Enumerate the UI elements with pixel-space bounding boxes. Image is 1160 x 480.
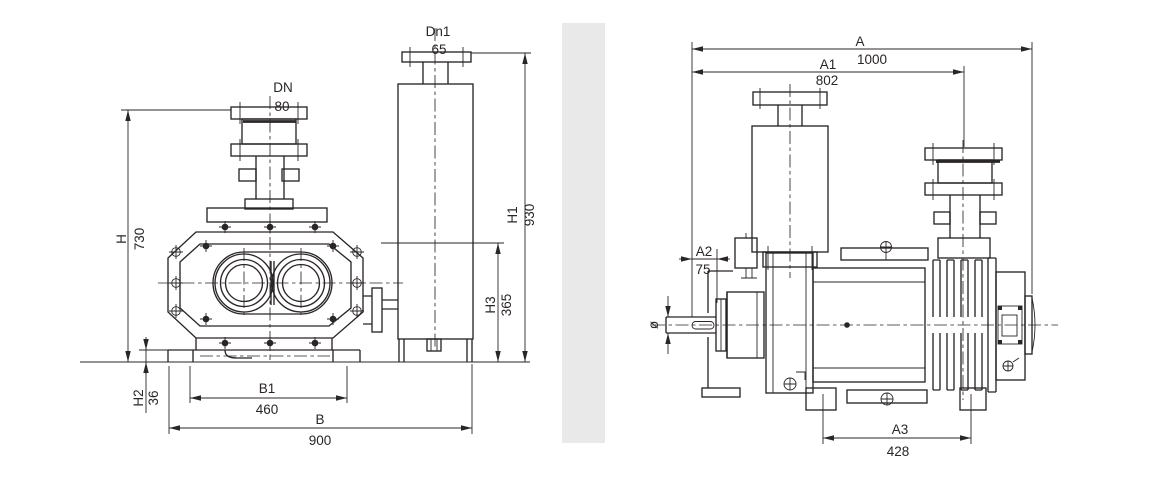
silencer-side xyxy=(751,88,829,270)
dim-A2-label: A2 xyxy=(696,244,713,259)
dim-B-value: 900 xyxy=(309,433,332,448)
front-dimensions: H 730 H2 36 B1 460 B 900 H3 365 xyxy=(114,24,537,448)
dim-A-label: A xyxy=(855,34,864,49)
dim-A1-value: 802 xyxy=(816,73,839,88)
dim-H-value: 730 xyxy=(132,228,147,251)
discharge-flange-label: Dn1 xyxy=(426,24,451,39)
dim-A1-label: A1 xyxy=(820,57,837,72)
dim-B-label: B xyxy=(315,412,324,427)
base-frame xyxy=(80,338,530,363)
end-housing xyxy=(995,271,1036,381)
dim-A2-value: 75 xyxy=(695,262,710,277)
front-centerlines xyxy=(158,28,436,360)
drive-shaft xyxy=(665,298,727,352)
dim-H-label: H xyxy=(114,234,129,244)
side-dimensions: A 1000 A1 802 A2 75 A3 428 ø xyxy=(646,34,1033,459)
inlet-flange-label: DN xyxy=(273,80,293,95)
gearbox-housing xyxy=(701,233,814,398)
inlet-flange-side xyxy=(924,143,1003,259)
dim-B1-label: B1 xyxy=(259,381,276,396)
pump-casing xyxy=(167,207,398,339)
dim-H1-label: H1 xyxy=(505,206,520,223)
inlet-flange-spool xyxy=(230,102,308,210)
casing-bolts xyxy=(168,220,365,350)
view-divider-strip xyxy=(562,23,605,443)
cooling-fins xyxy=(932,257,997,393)
pump-body xyxy=(812,241,929,406)
inlet-flange-value: 80 xyxy=(274,99,289,114)
side-feet xyxy=(805,387,987,411)
dim-H2-label: H2 xyxy=(131,389,146,406)
dim-B1-value: 460 xyxy=(256,402,279,417)
dim-A3-label: A3 xyxy=(892,422,909,437)
dim-H2-value: 36 xyxy=(146,390,161,405)
front-view: H 730 H2 36 B1 460 B 900 H3 365 xyxy=(80,24,537,448)
discharge-flange-value: 65 xyxy=(431,42,446,57)
side-centerlines xyxy=(652,84,1058,400)
dim-shaft-diameter-label: ø xyxy=(646,321,661,329)
side-view: A 1000 A1 802 A2 75 A3 428 ø xyxy=(646,34,1058,459)
dim-A3-value: 428 xyxy=(887,444,910,459)
dim-A-value: 1000 xyxy=(857,52,887,67)
dim-H3-label: H3 xyxy=(483,296,498,313)
dim-H1-value: 930 xyxy=(522,204,537,227)
silencer-tank xyxy=(397,47,474,362)
dim-H3-value: 365 xyxy=(499,294,514,317)
